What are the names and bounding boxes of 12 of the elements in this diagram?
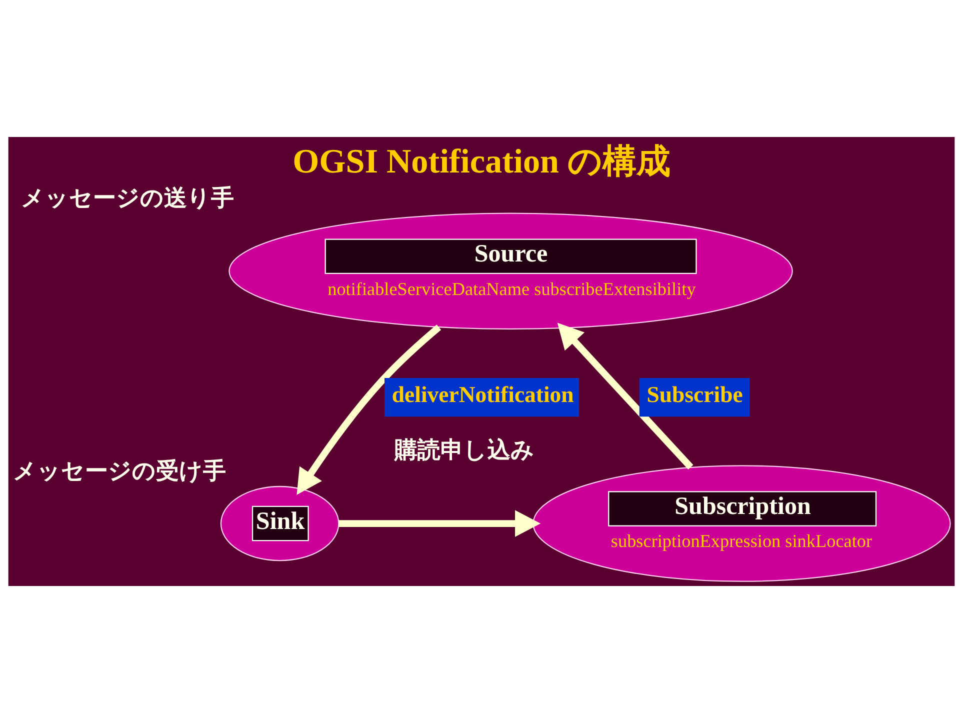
edge-label: deliverNotification [392,381,574,406]
node-label: 購読申し込み [394,437,535,462]
node-label: メッセージの受け手 [12,458,226,484]
node-label: メッセージの送り手 [21,184,234,210]
arrow [338,510,541,536]
arrow [557,322,694,469]
edge-label: Subscribe [646,381,743,406]
node-ellipse: Source notifiableServiceDataName subscribeExtensibility [228,212,793,330]
diagram-title: OGSI Notification の構成 [292,142,671,180]
node-ellipse: Sink [220,485,340,561]
arrow [296,324,442,494]
node-ellipse: Subscription subscriptionExpression sinkLocator [532,464,951,582]
